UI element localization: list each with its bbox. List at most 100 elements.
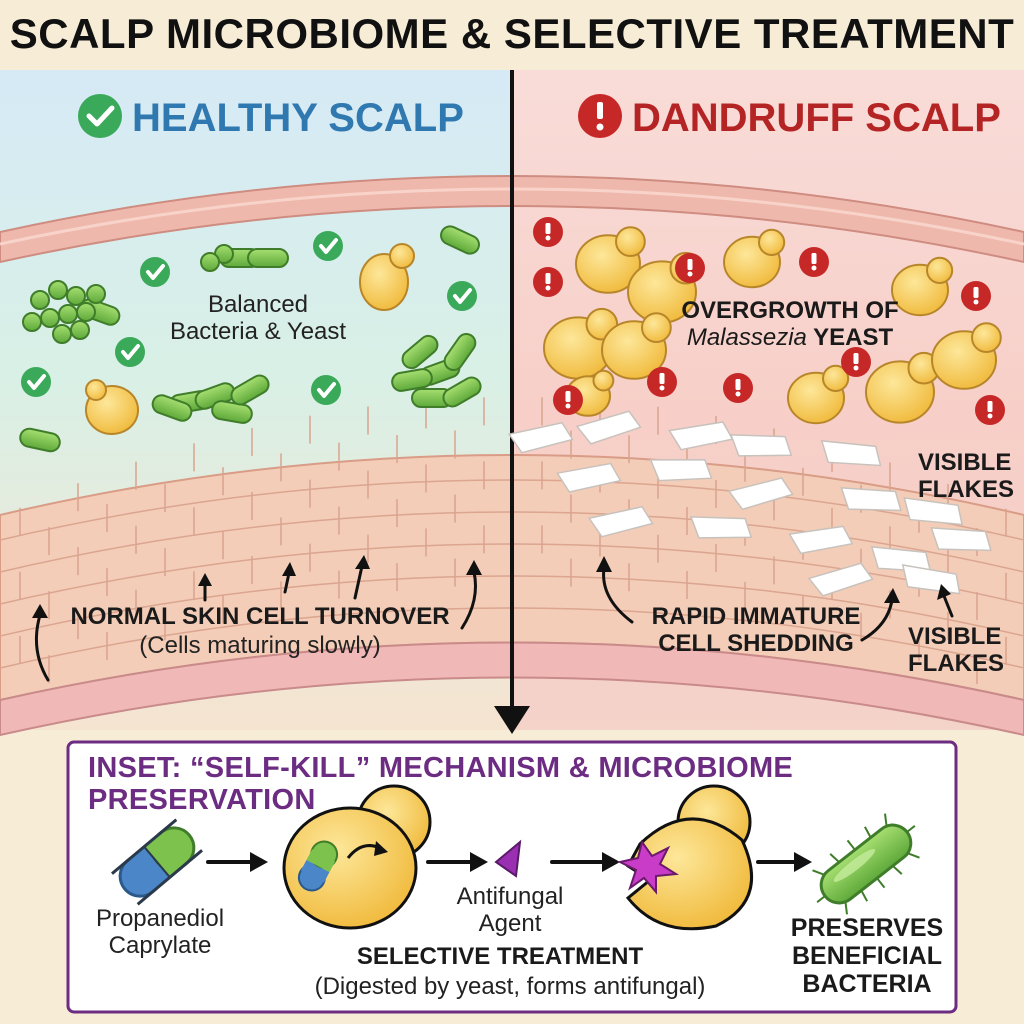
capsule-label: Propanediol Caprylate <box>80 905 240 960</box>
inset-arrows <box>206 852 812 872</box>
bacterium-rod <box>442 376 482 408</box>
bacterium-coccus <box>86 284 106 304</box>
bacterium-rod <box>391 368 433 392</box>
flakes-upper-line1: VISIBLE <box>918 449 1012 476</box>
bacterium-coccus <box>76 302 96 322</box>
flake <box>788 525 854 555</box>
shedding-label: RAPID IMMATURE CELL SHEDDING <box>636 603 876 658</box>
flakes-upper-line2: FLAKES <box>918 475 1014 503</box>
flake <box>556 462 622 493</box>
treatment-label: SELECTIVE TREATMENT <box>356 943 644 970</box>
exclamation-icon <box>799 247 829 277</box>
preserve-line1: PRESERVES <box>790 914 944 942</box>
exclamation-icon <box>841 347 871 377</box>
main-title: SCALP MICROBIOME & SELECTIVE TREATMENT <box>9 10 1015 57</box>
yeast-digesting-icon <box>282 784 432 930</box>
shedding-line2: CELL SHEDDING <box>658 629 854 657</box>
flake <box>507 421 574 454</box>
check-icon <box>447 281 477 311</box>
overgrowth-label: OVERGROWTH OF Malassezia YEAST <box>660 297 920 352</box>
exclamation-icon <box>723 373 753 403</box>
bacterium-rod <box>211 400 253 424</box>
turnover-arrows <box>32 555 482 682</box>
capsule-icon <box>111 818 203 906</box>
agent-label: Antifungal Agent <box>440 883 580 938</box>
bacterium-rod <box>401 334 439 370</box>
flake <box>840 487 902 512</box>
overgrowth-genus: Malassezia <box>686 323 807 351</box>
turnover-label: NORMAL SKIN CELL TURNOVER <box>70 603 450 630</box>
flakes-upper-label: VISIBLE FLAKES <box>918 449 1014 504</box>
preserve-line2: BENEFICIAL <box>792 942 942 970</box>
check-icon <box>115 337 145 367</box>
overgrowth-line1: OVERGROWTH OF <box>681 297 899 324</box>
flake <box>729 434 793 457</box>
check-icon <box>140 257 170 287</box>
preserve-line3: BACTERIA <box>802 970 932 998</box>
bacterium-rod <box>230 374 270 406</box>
shedding-line1: RAPID IMMATURE <box>651 603 861 630</box>
treatment-sub: (Digested by yeast, forms antifungal) <box>314 973 706 1000</box>
down-arrow <box>494 706 530 734</box>
healthy-heading: HEALTHY SCALP <box>132 96 464 140</box>
bacterium-coccus <box>48 280 68 300</box>
exclamation-icon <box>533 217 563 247</box>
exclamation-icon <box>961 281 991 311</box>
capsule-line2: Caprylate <box>108 931 212 959</box>
balanced-line2: Bacteria & Yeast <box>169 317 347 345</box>
bacterium-coccus <box>40 308 60 328</box>
bacterium-rod <box>151 394 193 422</box>
flake <box>649 458 713 482</box>
healthy-yeast <box>85 243 415 435</box>
yeast-cell <box>723 228 786 289</box>
overgrowth-suffix: YEAST <box>813 323 894 351</box>
bacterium-coccus <box>22 312 42 332</box>
check-icon <box>313 231 343 261</box>
exclamation-icon <box>675 253 705 283</box>
flakes-lower-label: VISIBLE FLAKES <box>908 623 1004 678</box>
flake <box>903 497 963 526</box>
yeast-cell <box>787 364 850 425</box>
preserve-label: PRESERVES BENEFICIAL BACTERIA <box>782 914 952 998</box>
dandruff-heading: DANDRUFF SCALP <box>632 96 1001 140</box>
flakes-lower-line2: FLAKES <box>908 649 1004 677</box>
flake <box>727 477 794 511</box>
check-icon <box>21 367 51 397</box>
bacterium-coccus <box>52 324 72 344</box>
capsule-line1: Propanediol <box>95 905 225 932</box>
bacterium-rod <box>440 225 480 255</box>
exclamation-icon <box>553 385 583 415</box>
bacterium-rod <box>19 427 61 453</box>
triangle-icon <box>494 839 522 878</box>
exclamation-icons <box>533 217 1005 425</box>
balanced-line1: Balanced <box>207 291 309 318</box>
exclamation-icon <box>533 267 563 297</box>
flake <box>930 527 992 552</box>
exclamation-circle-icon <box>578 94 622 138</box>
bacterium-rod <box>247 248 289 268</box>
inset-heading: INSET: “SELF-KILL” MECHANISM & MICROBIOM… <box>88 752 794 817</box>
bacterium-coccus <box>70 320 90 340</box>
agent-line2: Agent <box>478 909 542 937</box>
check-icons <box>21 231 477 405</box>
bacterium-coccus <box>66 286 86 306</box>
balanced-label: Balanced Bacteria & Yeast <box>140 291 376 346</box>
basal-layer <box>0 641 1024 737</box>
yeast-burst-icon <box>617 784 754 931</box>
agent-line1: Antifungal <box>456 883 564 910</box>
flake <box>820 440 882 467</box>
bacterium-icon <box>812 813 920 915</box>
shedding-arrows <box>596 556 954 642</box>
bacterium-coccus <box>30 290 50 310</box>
yeast-cell <box>865 351 941 424</box>
flake <box>901 564 961 595</box>
visible-flakes <box>507 410 992 597</box>
bacterium-rod <box>443 332 477 372</box>
check-circle-icon <box>78 94 122 138</box>
yeast-cell <box>575 226 646 294</box>
exclamation-icon <box>647 367 677 397</box>
flake <box>575 410 642 445</box>
flake <box>807 562 874 597</box>
